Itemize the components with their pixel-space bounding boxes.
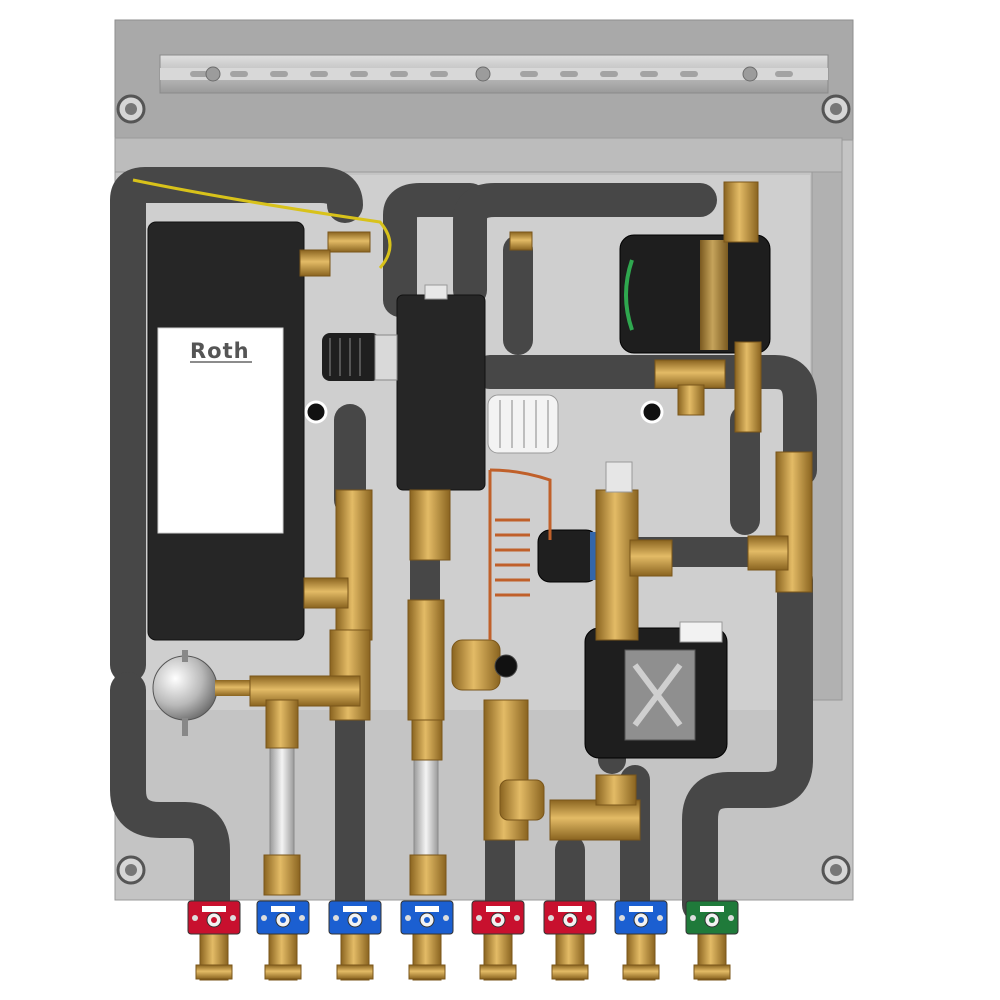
thermostat-white — [487, 394, 559, 454]
pipe-left-outer — [110, 167, 363, 683]
valve-label — [271, 906, 295, 912]
ball-valve — [543, 900, 597, 981]
pipe-left-bottom — [110, 672, 230, 923]
copper-capillary — [488, 468, 552, 640]
pump-upper — [619, 234, 771, 354]
rail-screw — [475, 66, 491, 82]
ball-valve — [328, 900, 382, 981]
bolt-icon — [116, 94, 146, 124]
din-rail — [159, 54, 829, 94]
valve-nut — [622, 964, 660, 980]
bolt-icon — [821, 855, 851, 885]
valve-screw — [514, 915, 520, 921]
valve-dial-center — [495, 917, 501, 923]
valve-dial-center — [638, 917, 644, 923]
valve-screw — [476, 915, 482, 921]
bolt-icon — [821, 94, 851, 124]
valve-dial-center — [424, 917, 430, 923]
valve-nut — [264, 964, 302, 980]
gauge-knob — [494, 654, 518, 678]
valve-screw — [728, 915, 734, 921]
valve-screw — [657, 915, 663, 921]
valve-label — [629, 906, 653, 912]
ball-valve — [256, 900, 310, 981]
ball-valve — [685, 900, 739, 981]
brand-logo: Roth — [190, 339, 250, 363]
valve-nut — [693, 964, 731, 980]
valve-screw — [619, 915, 625, 921]
valve-nut — [551, 964, 589, 980]
valve-screw — [333, 915, 339, 921]
valve-screw — [371, 915, 377, 921]
heat-exchanger: Roth — [147, 221, 305, 641]
valve-screw — [192, 915, 198, 921]
ball-valve — [614, 900, 668, 981]
valve-nut — [336, 964, 374, 980]
valve-screw — [405, 915, 411, 921]
expansion-vessel — [152, 650, 255, 736]
valve-label — [558, 906, 582, 912]
valve-nut — [408, 964, 446, 980]
valve-label — [700, 906, 724, 912]
brass-fittings — [249, 181, 813, 896]
thermostat-black — [322, 333, 398, 381]
valve-screw — [586, 915, 592, 921]
ball-valve — [471, 900, 525, 981]
valve-screw — [443, 915, 449, 921]
rail-slots — [190, 71, 793, 77]
valve-screw — [299, 915, 305, 921]
pipe-top-mid-right — [453, 183, 717, 307]
valve-dial-center — [567, 917, 573, 923]
valve-nut — [479, 964, 517, 980]
valve-label — [486, 906, 510, 912]
rail-screw — [205, 66, 221, 82]
valve-dial-center — [280, 917, 286, 923]
valve-label — [343, 906, 367, 912]
pump-lower — [584, 621, 728, 759]
ball-valve — [187, 900, 241, 981]
steel-pipe-1 — [269, 744, 295, 861]
sensor-cable — [132, 178, 392, 269]
valve-screw — [261, 915, 267, 921]
valve-screw — [230, 915, 236, 921]
valve-nut — [195, 964, 233, 980]
motor-valve — [537, 529, 600, 583]
panel-hole — [640, 400, 664, 424]
panel-hole — [304, 400, 328, 424]
mixing-block — [396, 284, 486, 491]
steel-pipe-2 — [413, 759, 439, 861]
valve-screw — [690, 915, 696, 921]
valve-screw — [548, 915, 554, 921]
mounting-bolts — [116, 94, 851, 885]
valve-row — [187, 900, 739, 981]
bolt-icon — [116, 855, 146, 885]
pipe-mid-horizontal — [473, 355, 817, 487]
pipe-right-lower — [682, 562, 813, 923]
rail-screw — [742, 66, 758, 82]
pipe-top-mid-left — [383, 183, 487, 317]
valve-dial-center — [352, 917, 358, 923]
valve-label — [202, 906, 226, 912]
ball-valve — [400, 900, 454, 981]
valve-dial-center — [709, 917, 715, 923]
valve-label — [415, 906, 439, 912]
panel-top-lip — [114, 137, 843, 173]
insulated-pipes — [110, 167, 817, 923]
valve-dial-center — [211, 917, 217, 923]
